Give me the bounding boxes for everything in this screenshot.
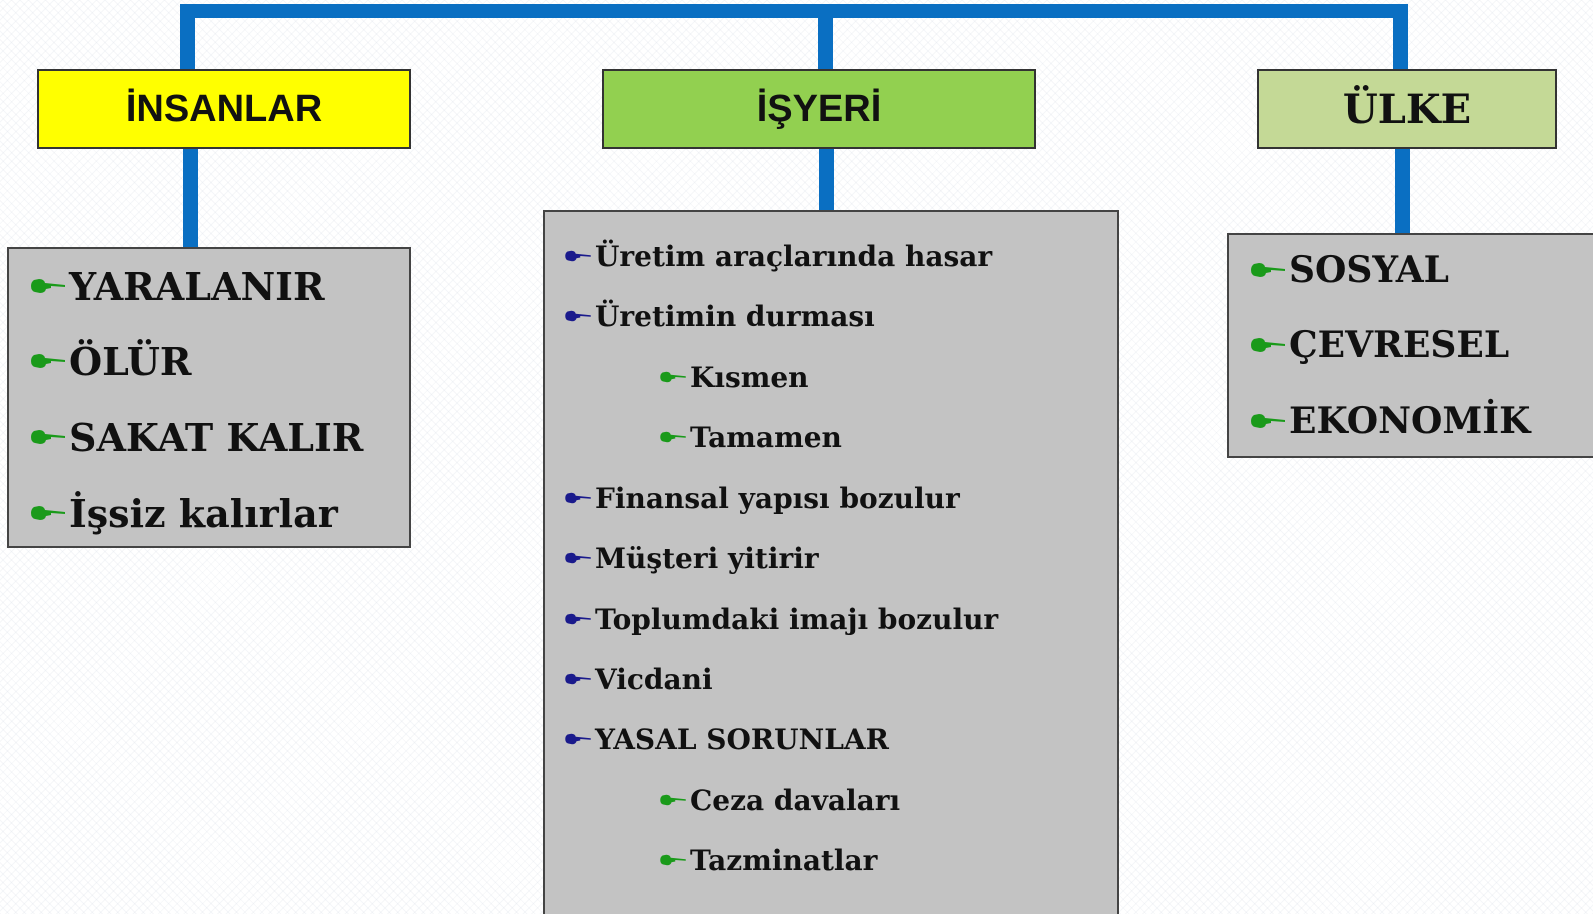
insanlar-item-label: İşsiz kalırlar <box>69 490 338 536</box>
isyeri-item-label: Tamamen <box>690 420 842 454</box>
list-item: Finansal yapısı bozulur <box>565 480 960 516</box>
isyeri-item-label: Finansal yapısı bozulur <box>595 481 960 515</box>
list-item: SOSYAL <box>1251 247 1449 293</box>
isyeri-item-label: YASAL SORUNLAR <box>595 722 889 756</box>
connector-mid-down <box>818 4 833 72</box>
list-item: İşsiz kalırlar <box>31 490 338 536</box>
pointing-hand-icon <box>565 613 591 625</box>
connector-right-lower <box>1395 146 1410 236</box>
pointing-hand-icon <box>565 552 591 564</box>
pointing-hand-icon <box>1251 414 1285 428</box>
isyeri-item-label: Müşteri yitirir <box>595 541 819 575</box>
pointing-hand-icon <box>1251 338 1285 352</box>
pointing-hand-icon <box>660 854 686 866</box>
list-item: Müşteri yitirir <box>565 540 819 576</box>
list-item: Tamamen <box>660 419 842 455</box>
pointing-hand-icon <box>660 431 686 443</box>
isyeri-item-label: Üretimin durması <box>595 299 875 333</box>
insanlar-list: YARALANIR ÖLÜR SAKAT KALIR İşsiz kalırla… <box>7 247 411 548</box>
isyeri-item-label: Toplumdaki imajı bozulur <box>595 602 999 636</box>
list-item: EKONOMİK <box>1251 398 1530 444</box>
list-item: YARALANIR <box>31 263 325 309</box>
insanlar-item-label: SAKAT KALIR <box>69 414 364 460</box>
list-item: Vicdani <box>565 661 713 697</box>
header-ulke-label: ÜLKE <box>1342 85 1472 133</box>
isyeri-item-label: Kısmen <box>690 360 809 394</box>
connector-right-down <box>1393 4 1408 72</box>
ulke-item-label: ÇEVRESEL <box>1289 324 1510 366</box>
header-insanlar-label: İNSANLAR <box>125 87 323 130</box>
insanlar-item-label: ÖLÜR <box>69 338 192 384</box>
pointing-hand-icon <box>565 492 591 504</box>
pointing-hand-icon <box>1251 263 1285 277</box>
list-item: Ceza davaları <box>660 782 900 818</box>
pointing-hand-icon <box>31 279 65 293</box>
pointing-hand-icon <box>31 506 65 520</box>
list-item: Toplumdaki imajı bozulur <box>565 601 998 637</box>
list-item: Üretim araçlarında hasar <box>565 238 992 274</box>
list-item: SAKAT KALIR <box>31 414 363 460</box>
insanlar-item-label: YARALANIR <box>69 263 325 309</box>
ulke-item-label: EKONOMİK <box>1289 400 1531 442</box>
list-item: ÇEVRESEL <box>1251 322 1509 368</box>
pointing-hand-icon <box>565 250 591 262</box>
connector-left-lower <box>183 146 198 250</box>
pointing-hand-icon <box>565 310 591 322</box>
isyeri-list: Üretim araçlarında hasar Üretimin durmas… <box>543 210 1119 914</box>
connector-top-bar <box>180 4 1408 18</box>
pointing-hand-icon <box>565 673 591 685</box>
header-ulke: ÜLKE <box>1257 69 1557 149</box>
isyeri-item-label: Üretim araçlarında hasar <box>595 239 993 273</box>
isyeri-item-label: Ceza davaları <box>690 783 901 817</box>
ulke-item-label: SOSYAL <box>1289 249 1449 291</box>
list-item: Kısmen <box>660 359 809 395</box>
isyeri-item-label: Vicdani <box>595 662 713 696</box>
list-item: ÖLÜR <box>31 338 191 384</box>
list-item: Üretimin durması <box>565 298 875 334</box>
pointing-hand-icon <box>660 794 686 806</box>
pointing-hand-icon <box>31 430 65 444</box>
connector-left-down <box>180 4 195 72</box>
header-isyeri-label: İŞYERİ <box>756 87 882 130</box>
connector-mid-lower <box>819 146 834 212</box>
list-item: Tazminatlar <box>660 842 877 878</box>
isyeri-item-label: Tazminatlar <box>690 843 878 877</box>
header-isyeri: İŞYERİ <box>602 69 1036 149</box>
ulke-list: SOSYAL ÇEVRESEL EKONOMİK <box>1227 233 1593 458</box>
pointing-hand-icon <box>31 354 65 368</box>
pointing-hand-icon <box>565 733 591 745</box>
pointing-hand-icon <box>660 371 686 383</box>
header-insanlar: İNSANLAR <box>37 69 411 149</box>
list-item: YASAL SORUNLAR <box>565 721 889 757</box>
